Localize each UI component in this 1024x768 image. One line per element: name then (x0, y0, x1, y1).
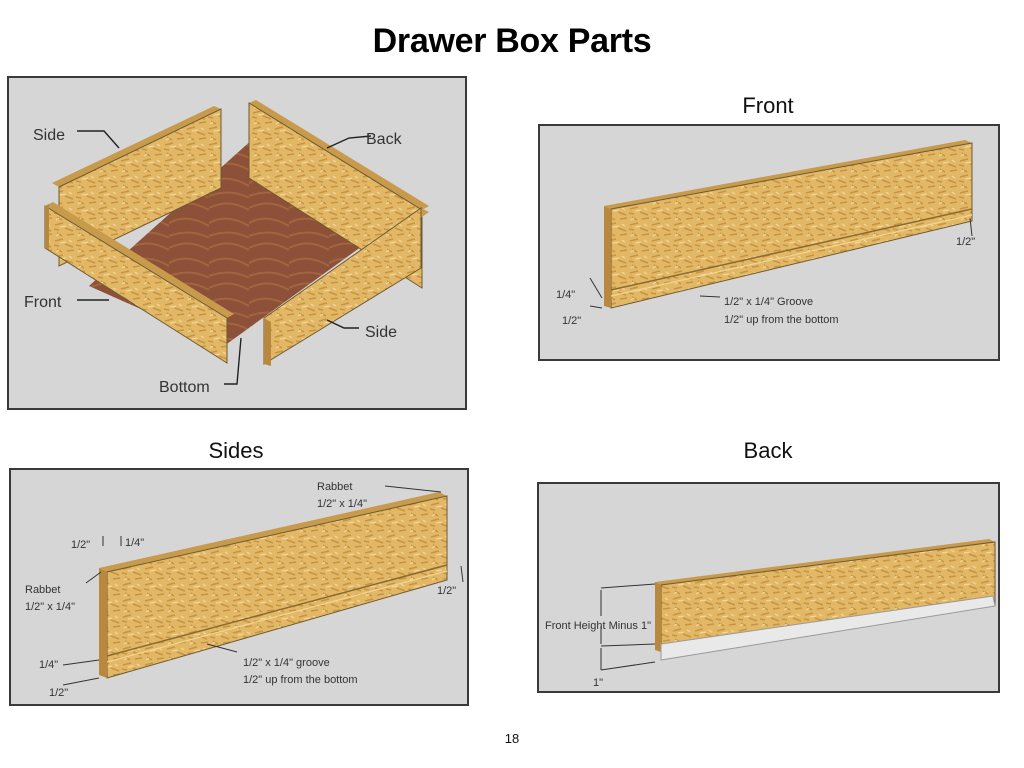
label-front: Front (24, 294, 62, 311)
label-side-right: Side (365, 324, 397, 341)
assembly-illustration: Side Back Front Side Bottom (24, 100, 429, 396)
label-quarter-top: 1/4" (125, 537, 144, 549)
back-board (660, 541, 996, 653)
back-heading: Back (743, 438, 793, 463)
front-illustration: 1/4" 1/2" 1/2" 1/2" x 1/4" Groove 1/2" u… (556, 140, 975, 327)
label-half-left: 1/2" (562, 315, 581, 327)
back-panel-top (249, 100, 429, 210)
page-title: Drawer Box Parts (372, 22, 652, 60)
label-front-height: Front Height Minus 1" (545, 620, 651, 632)
front-panel-view: 1/4" 1/2" 1/2" 1/2" x 1/4" Groove 1/2" u… (538, 124, 1000, 361)
label-half-right: 1/2" (437, 585, 456, 597)
label-half-left: 1/2" (49, 687, 68, 699)
label-side-left: Side (33, 127, 65, 144)
label-quarter-left: 1/4" (39, 659, 58, 671)
label-groove-1: 1/2" x 1/4" groove (243, 657, 330, 669)
label-rabbet-left-1: Rabbet (25, 584, 60, 596)
label-groove-1: 1/2" x 1/4" Groove (724, 296, 813, 308)
label-groove-2: 1/2" up from the bottom (724, 314, 839, 326)
label-bottom: Bottom (159, 379, 210, 396)
back-illustration: Front Height Minus 1" 1" (545, 539, 996, 689)
label-half-top: 1/2" (71, 539, 90, 551)
label-rabbet-top-1: Rabbet (317, 481, 352, 493)
label-one-inch: 1" (593, 677, 603, 689)
front-heading: Front (742, 93, 794, 118)
sides-heading: Sides (208, 438, 264, 463)
label-half-right: 1/2" (956, 236, 975, 248)
sides-panel-view: Rabbet 1/2" x 1/4" 1/2" 1/4" Rabbet 1/2"… (9, 468, 469, 706)
page-number: 18 (504, 731, 520, 746)
back-panel-view: Front Height Minus 1" 1" (537, 482, 1000, 693)
label-rabbet-top-2: 1/2" x 1/4" (317, 498, 367, 510)
assembly-panel: Side Back Front Side Bottom (7, 76, 467, 410)
label-back: Back (366, 131, 403, 148)
sides-illustration: Rabbet 1/2" x 1/4" 1/2" 1/4" Rabbet 1/2"… (25, 481, 464, 699)
label-quarter: 1/4" (556, 289, 575, 301)
side-board (106, 495, 448, 679)
label-groove-2: 1/2" up from the bottom (243, 674, 358, 686)
label-rabbet-left-2: 1/2" x 1/4" (25, 601, 75, 613)
